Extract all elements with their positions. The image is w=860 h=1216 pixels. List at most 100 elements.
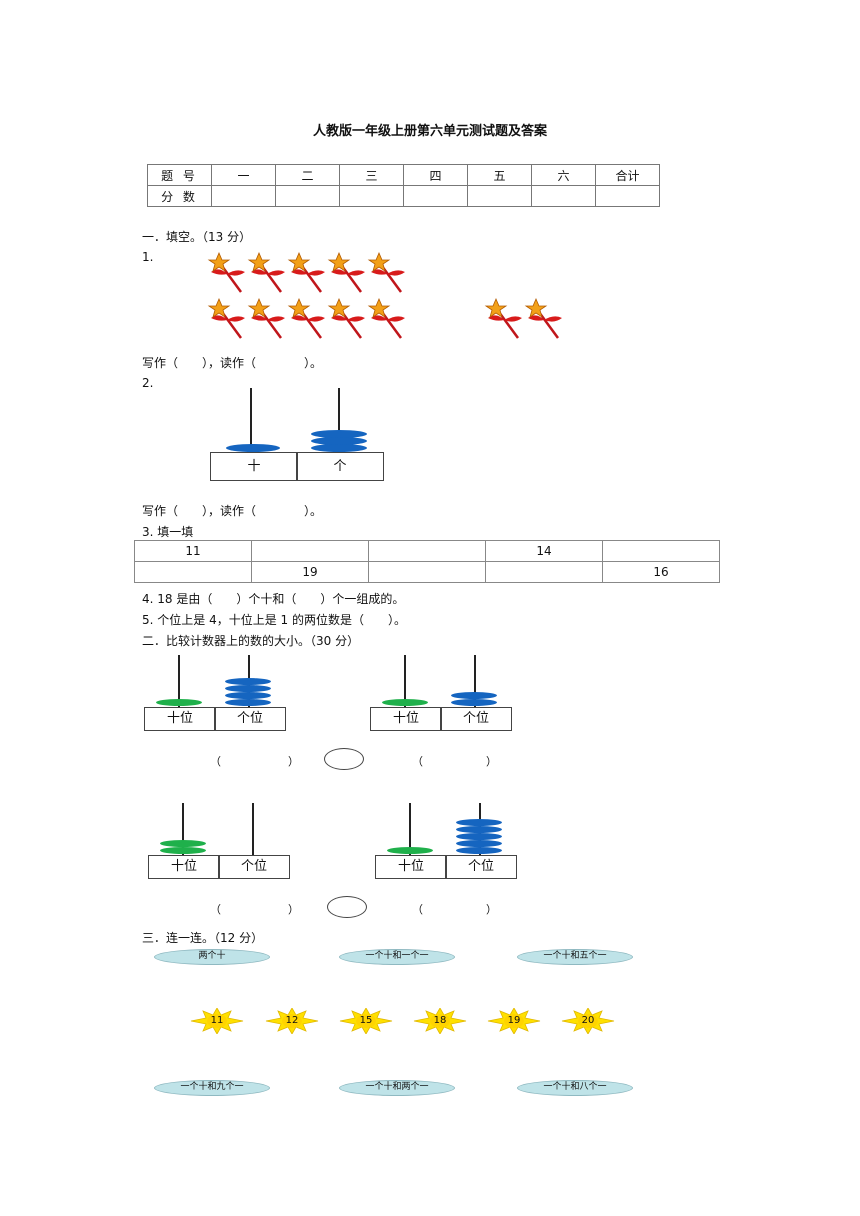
paren-left: （ bbox=[412, 903, 423, 916]
score-cell[interactable] bbox=[467, 185, 532, 207]
section2-heading: 二．比较计数器上的数的大小。（30 分） bbox=[142, 634, 360, 648]
paren-right: ） bbox=[486, 903, 497, 916]
q3-label: 3. 填一填 bbox=[142, 525, 194, 539]
star-wand-icon bbox=[367, 297, 407, 342]
paren-right: ） bbox=[288, 903, 299, 916]
score-col: 六 bbox=[531, 164, 596, 186]
number-sun[interactable]: 12 bbox=[264, 1007, 320, 1035]
paren-left: （ bbox=[412, 755, 423, 768]
place-tens: 十位 bbox=[370, 707, 442, 731]
bead bbox=[387, 847, 433, 854]
match-label-bottom[interactable]: 一个十和八个一 bbox=[517, 1080, 633, 1096]
page-title: 人教版一年级上册第六单元测试题及答案 bbox=[312, 124, 547, 139]
section1-heading: 一．填空。（13 分） bbox=[142, 230, 252, 244]
bead bbox=[160, 840, 206, 847]
bead bbox=[456, 847, 502, 854]
sun-number: 15 bbox=[359, 1015, 373, 1026]
q2-answer: 写作（ ），读作（ ）。 bbox=[142, 504, 323, 518]
number-sun[interactable]: 18 bbox=[412, 1007, 468, 1035]
score-cell[interactable] bbox=[275, 185, 340, 207]
bead bbox=[311, 430, 367, 438]
score-cell[interactable] bbox=[531, 185, 596, 207]
counter-rod bbox=[178, 655, 180, 707]
q5: 5. 个位上是 4，十位上是 1 的两位数是（ ）。 bbox=[142, 613, 406, 627]
sun-number: 19 bbox=[507, 1015, 521, 1026]
star-wand-icon bbox=[327, 297, 367, 342]
place-ones: 个位 bbox=[218, 855, 290, 879]
bead bbox=[451, 699, 497, 706]
bead bbox=[311, 444, 367, 452]
number-sun[interactable]: 15 bbox=[338, 1007, 394, 1035]
score-col: 合计 bbox=[595, 164, 660, 186]
place-ones: 个位 bbox=[214, 707, 286, 731]
fill-cell[interactable] bbox=[368, 540, 486, 562]
star-wand-icon bbox=[287, 251, 327, 296]
q4: 4. 18 是由（ ）个十和（ ）个一组成的。 bbox=[142, 592, 405, 606]
fill-cell[interactable]: 16 bbox=[602, 561, 720, 583]
paren-left: （ bbox=[210, 903, 221, 916]
star-wand-icon bbox=[287, 297, 327, 342]
place-ones: 个 bbox=[296, 452, 384, 481]
bead bbox=[382, 699, 428, 706]
score-cell[interactable] bbox=[403, 185, 468, 207]
counter-rod bbox=[409, 803, 411, 855]
fill-cell[interactable] bbox=[485, 561, 603, 583]
compare-circle[interactable] bbox=[324, 748, 364, 770]
star-wand-icon bbox=[327, 251, 367, 296]
counter-rod bbox=[182, 803, 184, 855]
compare-circle[interactable] bbox=[327, 896, 367, 918]
q1-label: 1. bbox=[142, 250, 154, 264]
counter-rod bbox=[252, 803, 254, 855]
fill-cell[interactable]: 19 bbox=[251, 561, 369, 583]
star-wand-icon bbox=[367, 251, 407, 296]
fill-cell[interactable]: 11 bbox=[134, 540, 252, 562]
star-wand-icon bbox=[484, 297, 524, 342]
paren-left: （ bbox=[210, 755, 221, 768]
match-label-top[interactable]: 两个十 bbox=[154, 949, 270, 965]
bead bbox=[456, 819, 502, 826]
number-sun[interactable]: 20 bbox=[560, 1007, 616, 1035]
score-cell[interactable] bbox=[211, 185, 276, 207]
sun-number: 20 bbox=[581, 1015, 595, 1026]
sun-number: 12 bbox=[285, 1015, 299, 1026]
bead bbox=[225, 685, 271, 692]
score-row-header: 题 号 bbox=[147, 164, 212, 186]
fill-cell[interactable] bbox=[134, 561, 252, 583]
number-sun[interactable]: 19 bbox=[486, 1007, 542, 1035]
star-wand-icon bbox=[247, 251, 287, 296]
score-row-header: 分 数 bbox=[147, 185, 212, 207]
match-label-top[interactable]: 一个十和五个一 bbox=[517, 949, 633, 965]
bead bbox=[160, 847, 206, 854]
bead bbox=[451, 692, 497, 699]
bead bbox=[225, 678, 271, 685]
score-col: 三 bbox=[339, 164, 404, 186]
star-wand-icon bbox=[207, 297, 247, 342]
counter-rod bbox=[338, 388, 340, 450]
fill-cell[interactable] bbox=[251, 540, 369, 562]
sun-number: 18 bbox=[433, 1015, 447, 1026]
q1-answer: 写作（ ），读作（ ）。 bbox=[142, 356, 323, 370]
counter-rod bbox=[404, 655, 406, 707]
section3-heading: 三．连一连。（12 分） bbox=[142, 931, 264, 945]
match-label-bottom[interactable]: 一个十和两个一 bbox=[339, 1080, 455, 1096]
score-col: 四 bbox=[403, 164, 468, 186]
match-label-top[interactable]: 一个十和一个一 bbox=[339, 949, 455, 965]
counter-rod bbox=[474, 655, 476, 707]
star-wand-icon bbox=[207, 251, 247, 296]
sun-number: 11 bbox=[210, 1015, 224, 1026]
bead bbox=[456, 840, 502, 847]
score-cell[interactable] bbox=[595, 185, 660, 207]
match-label-bottom[interactable]: 一个十和九个一 bbox=[154, 1080, 270, 1096]
bead bbox=[156, 699, 202, 706]
number-sun[interactable]: 11 bbox=[189, 1007, 245, 1035]
place-tens: 十位 bbox=[148, 855, 220, 879]
place-tens: 十 bbox=[210, 452, 298, 481]
score-cell[interactable] bbox=[339, 185, 404, 207]
score-col: 一 bbox=[211, 164, 276, 186]
star-wand-icon bbox=[247, 297, 287, 342]
bead bbox=[456, 833, 502, 840]
paren-right: ） bbox=[288, 755, 299, 768]
fill-cell[interactable] bbox=[368, 561, 486, 583]
fill-cell[interactable] bbox=[602, 540, 720, 562]
fill-cell[interactable]: 14 bbox=[485, 540, 603, 562]
